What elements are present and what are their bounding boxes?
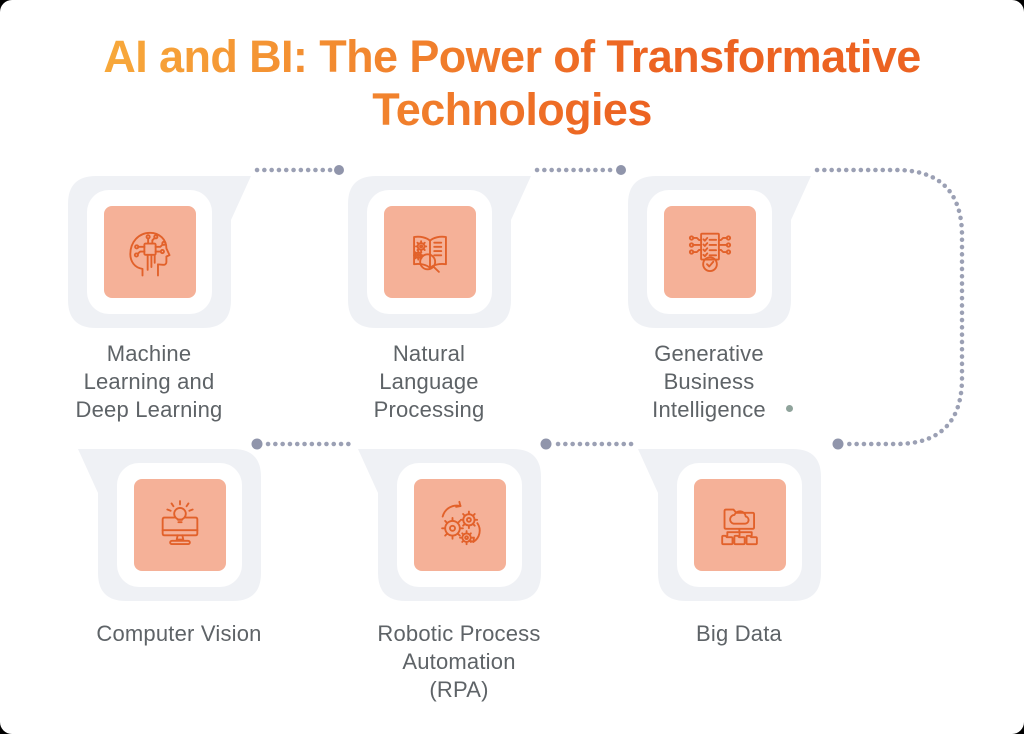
connector-end-dot [334, 165, 344, 175]
intelligence-accent-dot [786, 405, 793, 412]
card-icon-tile [663, 206, 756, 298]
card-label-computer-vision: Computer Vision [69, 620, 289, 648]
card-nlp [348, 176, 531, 328]
card-icon-tile [133, 479, 226, 571]
card-icon-frame [367, 190, 492, 314]
page-title: AI and BI: The Power of Transformative T… [0, 30, 1024, 136]
book-gears-magnifier-icon [412, 235, 447, 273]
label-line: Learning and [83, 369, 215, 394]
gears-cycle-icon [440, 500, 481, 546]
card-rpa [358, 449, 541, 601]
label-line: Machine [106, 341, 192, 366]
page-title-line-2: Technologies [372, 84, 652, 135]
card-icon-frame [117, 463, 242, 587]
label-line: Deep Learning [75, 397, 223, 422]
card-generative-bi [628, 176, 811, 328]
document-circuit-check-icon [688, 232, 731, 272]
folder-cloud-hierarchy-icon [720, 508, 758, 546]
monitor-lightbulb-icon [161, 500, 198, 546]
label-line: Automation [402, 649, 516, 674]
card-label-rpa: Robotic Process Automation (RPA) [349, 620, 569, 704]
ai-head-chip-icon [128, 231, 170, 277]
page-title-line-1: AI and BI: The Power of Transformative [103, 31, 921, 82]
card-icon-frame [677, 463, 802, 587]
label-line: Big Data [696, 621, 782, 646]
card-icon-frame [87, 190, 212, 314]
connector-end-dot [251, 438, 263, 450]
label-line: Robotic Process [377, 621, 541, 646]
card-label-machine-learning: Machine Learning and Deep Learning [39, 340, 259, 424]
card-icon-frame [647, 190, 772, 314]
card-icon-tile [693, 479, 786, 571]
connector-end-dot [616, 165, 626, 175]
label-line: Natural [392, 341, 466, 366]
card-computer-vision [78, 449, 261, 601]
card-icon-frame [397, 463, 522, 587]
connector-end-dot [540, 438, 552, 450]
card-big-data [638, 449, 821, 601]
label-line: Processing [373, 397, 485, 422]
card-machine-learning [68, 176, 251, 328]
label-line: Intelligence [652, 397, 766, 422]
label-line: Language [379, 369, 479, 394]
connector-right-loop [814, 167, 965, 447]
label-line: (RPA) [429, 677, 489, 702]
card-label-generative-bi: Generative Business Intelligence [599, 340, 819, 424]
card-icon-tile [383, 206, 476, 298]
label-line: Business [663, 369, 755, 394]
card-icon-tile [103, 206, 196, 298]
label-line: Computer Vision [96, 621, 262, 646]
label-line: Generative [654, 341, 764, 366]
card-label-big-data: Big Data [629, 620, 849, 648]
card-icon-tile [413, 479, 506, 571]
card-label-nlp: Natural Language Processing [319, 340, 539, 424]
connector-end-dot [832, 438, 844, 450]
